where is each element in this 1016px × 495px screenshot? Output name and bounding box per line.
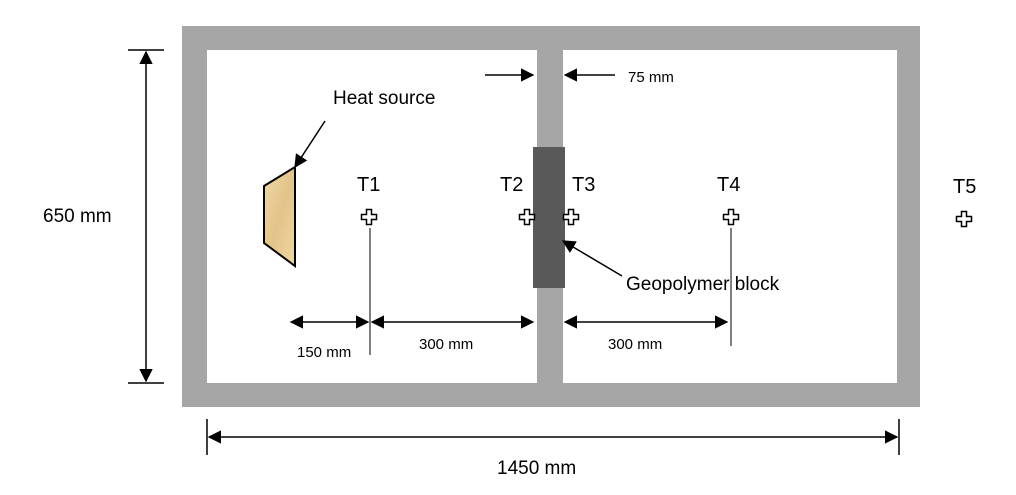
dim-label-150: 150 mm	[297, 344, 351, 361]
dim-label-300-left: 300 mm	[419, 336, 473, 353]
extension-lines	[369, 228, 732, 355]
dim-label-1450: 1450 mm	[497, 458, 576, 479]
sensor-label-t2: T2	[500, 174, 523, 196]
geopolymer-block	[533, 147, 565, 288]
height-dimension	[128, 49, 164, 384]
geopolymer-block-leader	[561, 240, 623, 277]
heat-source	[263, 165, 296, 268]
width-dimension	[206, 419, 900, 455]
sensor-marker-t1	[360, 208, 378, 226]
heat-source-leader	[294, 120, 326, 169]
sensor-marker-t4	[722, 208, 740, 226]
dim-label-75: 75 mm	[628, 69, 674, 86]
sensor-marker-t2	[518, 208, 536, 226]
sensor-marker-t3	[562, 208, 580, 226]
dimension-arrows	[289, 68, 729, 329]
dim-label-650: 650 mm	[43, 206, 112, 227]
sensor-markers	[360, 208, 973, 228]
geopolymer-block-label: Geopolymer block	[626, 274, 780, 295]
sensor-label-t3: T3	[572, 174, 595, 196]
sensor-marker-t5	[955, 210, 973, 228]
heat-source-label: Heat source	[333, 88, 435, 109]
sensor-label-t5: T5	[953, 176, 976, 198]
sensor-label-t1: T1	[357, 174, 380, 196]
dim-label-300-right: 300 mm	[608, 336, 662, 353]
sensor-label-t4: T4	[717, 174, 740, 196]
